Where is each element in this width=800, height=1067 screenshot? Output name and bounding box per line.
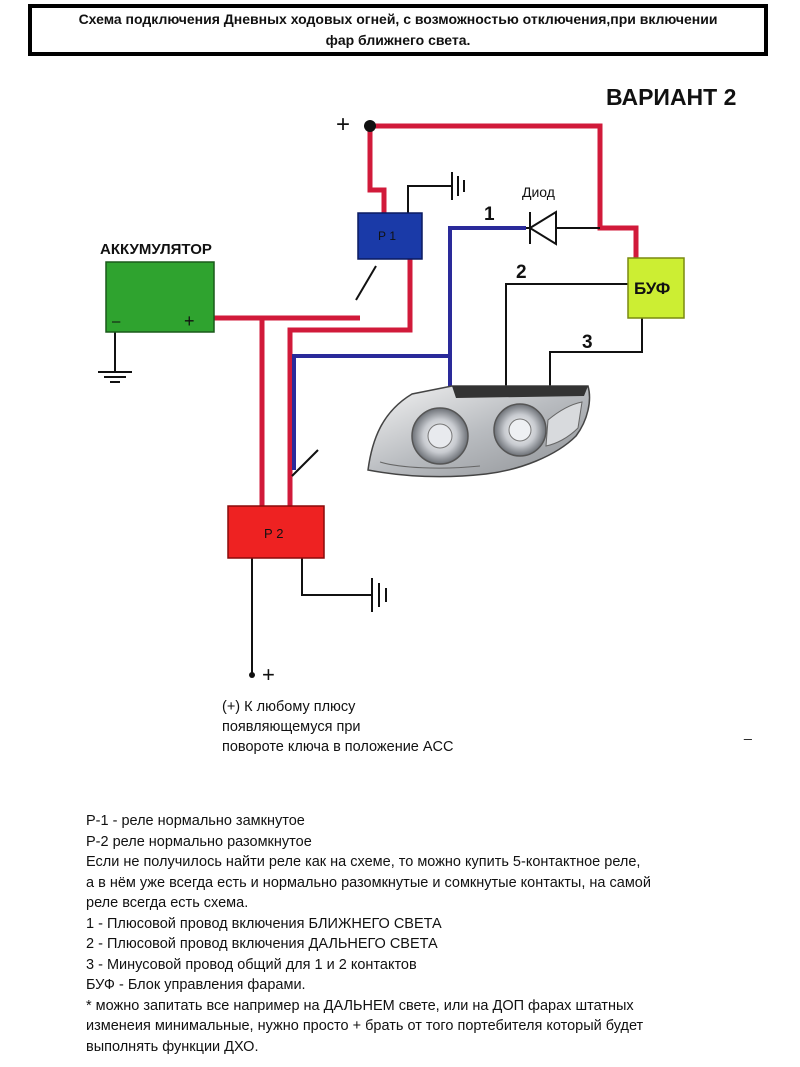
title-box: Схема подключения Дневных ходовых огней,… [28, 4, 768, 56]
acc-note: (+) К любому плюсу появляющемуся при пов… [222, 697, 454, 757]
relay1-label: Р 1 [378, 229, 396, 243]
buf-label: БУФ [634, 279, 670, 298]
variant-label: ВАРИАНТ 2 [606, 84, 737, 110]
plus-top-label: + [336, 111, 350, 138]
dash-mark: _ [744, 724, 752, 740]
wire-1-number: 1 [484, 204, 495, 225]
ground-icon-relay2 [371, 578, 387, 612]
ground-icon-relay1 [451, 172, 465, 200]
note-line: * можно запитать все например на ДАЛЬНЕМ… [86, 997, 634, 1014]
battery-minus-label: – [112, 313, 121, 330]
black-wires [114, 185, 643, 674]
relay1-box [357, 212, 423, 260]
relay1-switch-contact [355, 265, 377, 301]
note-line: БУФ - Блок управления фарами. [86, 977, 306, 993]
relay2-box [227, 505, 325, 559]
wire-relay1-to-relay2 [287, 258, 413, 506]
note-line: реле всегда есть схема. [86, 895, 249, 911]
note-line: 2 - Плюсовой провод включения ДАЛЬНЕГО С… [86, 936, 438, 952]
red-wires [212, 123, 639, 506]
note-line: а в нём уже всегда есть и нормально разо… [86, 874, 651, 891]
terminal-dot-acc [249, 672, 255, 678]
battery-plus-label: + [184, 311, 195, 331]
wire-relay2-to-headlight [292, 354, 448, 470]
note-line: 1 - Плюсовой провод включения БЛИЖНЕГО С… [86, 915, 442, 932]
wire-2-high-beam [505, 283, 630, 386]
acc-note-line: повороте ключа в положение ACC [222, 739, 454, 755]
title-line-1: Схема подключения Дневных ходовых огней,… [78, 11, 718, 27]
relay2-label: Р 2 [264, 526, 284, 541]
note-line: Если не получилось найти реле как на схе… [86, 854, 641, 870]
wire-relay1-ground [407, 185, 452, 213]
headlight-image [367, 385, 591, 478]
wire-2-number: 2 [516, 262, 527, 283]
battery-label: АККУМУЛЯТОР [100, 241, 212, 258]
buf-box [627, 257, 685, 319]
diode-label: Диод [522, 184, 555, 200]
wire-3-number: 3 [582, 332, 593, 353]
blue-wires [292, 226, 526, 470]
wire-relay2-ground [301, 557, 372, 596]
ground-icon-battery [98, 371, 132, 383]
note-line: 3 - Минусовой провод общий для 1 и 2 кон… [86, 956, 417, 973]
wire-1-low-beam [448, 226, 526, 386]
title-line-2: фар ближнего света. [325, 32, 471, 48]
plus-bottom-label: + [262, 662, 275, 687]
acc-note-line: появляющемуся при [222, 719, 361, 735]
junction-dot-top [364, 120, 376, 132]
acc-note-line: (+) К любому плюсу [222, 699, 356, 715]
note-line: выполнять функции ДХО. [86, 1038, 259, 1055]
note-line: изменеия минимальные, нужно просто + бра… [86, 1018, 644, 1034]
battery-body [105, 261, 215, 333]
note-line: Р-2 реле нормально разомкнутое [86, 833, 312, 850]
diode-icon [526, 210, 557, 246]
relay2-switch-contact [291, 449, 319, 477]
wire-plus-to-relay1 [367, 126, 387, 213]
wire-3-common-minus [549, 318, 643, 386]
legend-notes: Р-1 - реле нормально замкнутое Р-2 реле … [86, 811, 766, 1057]
note-line: Р-1 - реле нормально замкнутое [86, 813, 305, 829]
wiring-diagram: АККУМУЛЯТОР – + Р 1 Р 2 Диод БУФ 1 2 3 +… [98, 111, 685, 687]
